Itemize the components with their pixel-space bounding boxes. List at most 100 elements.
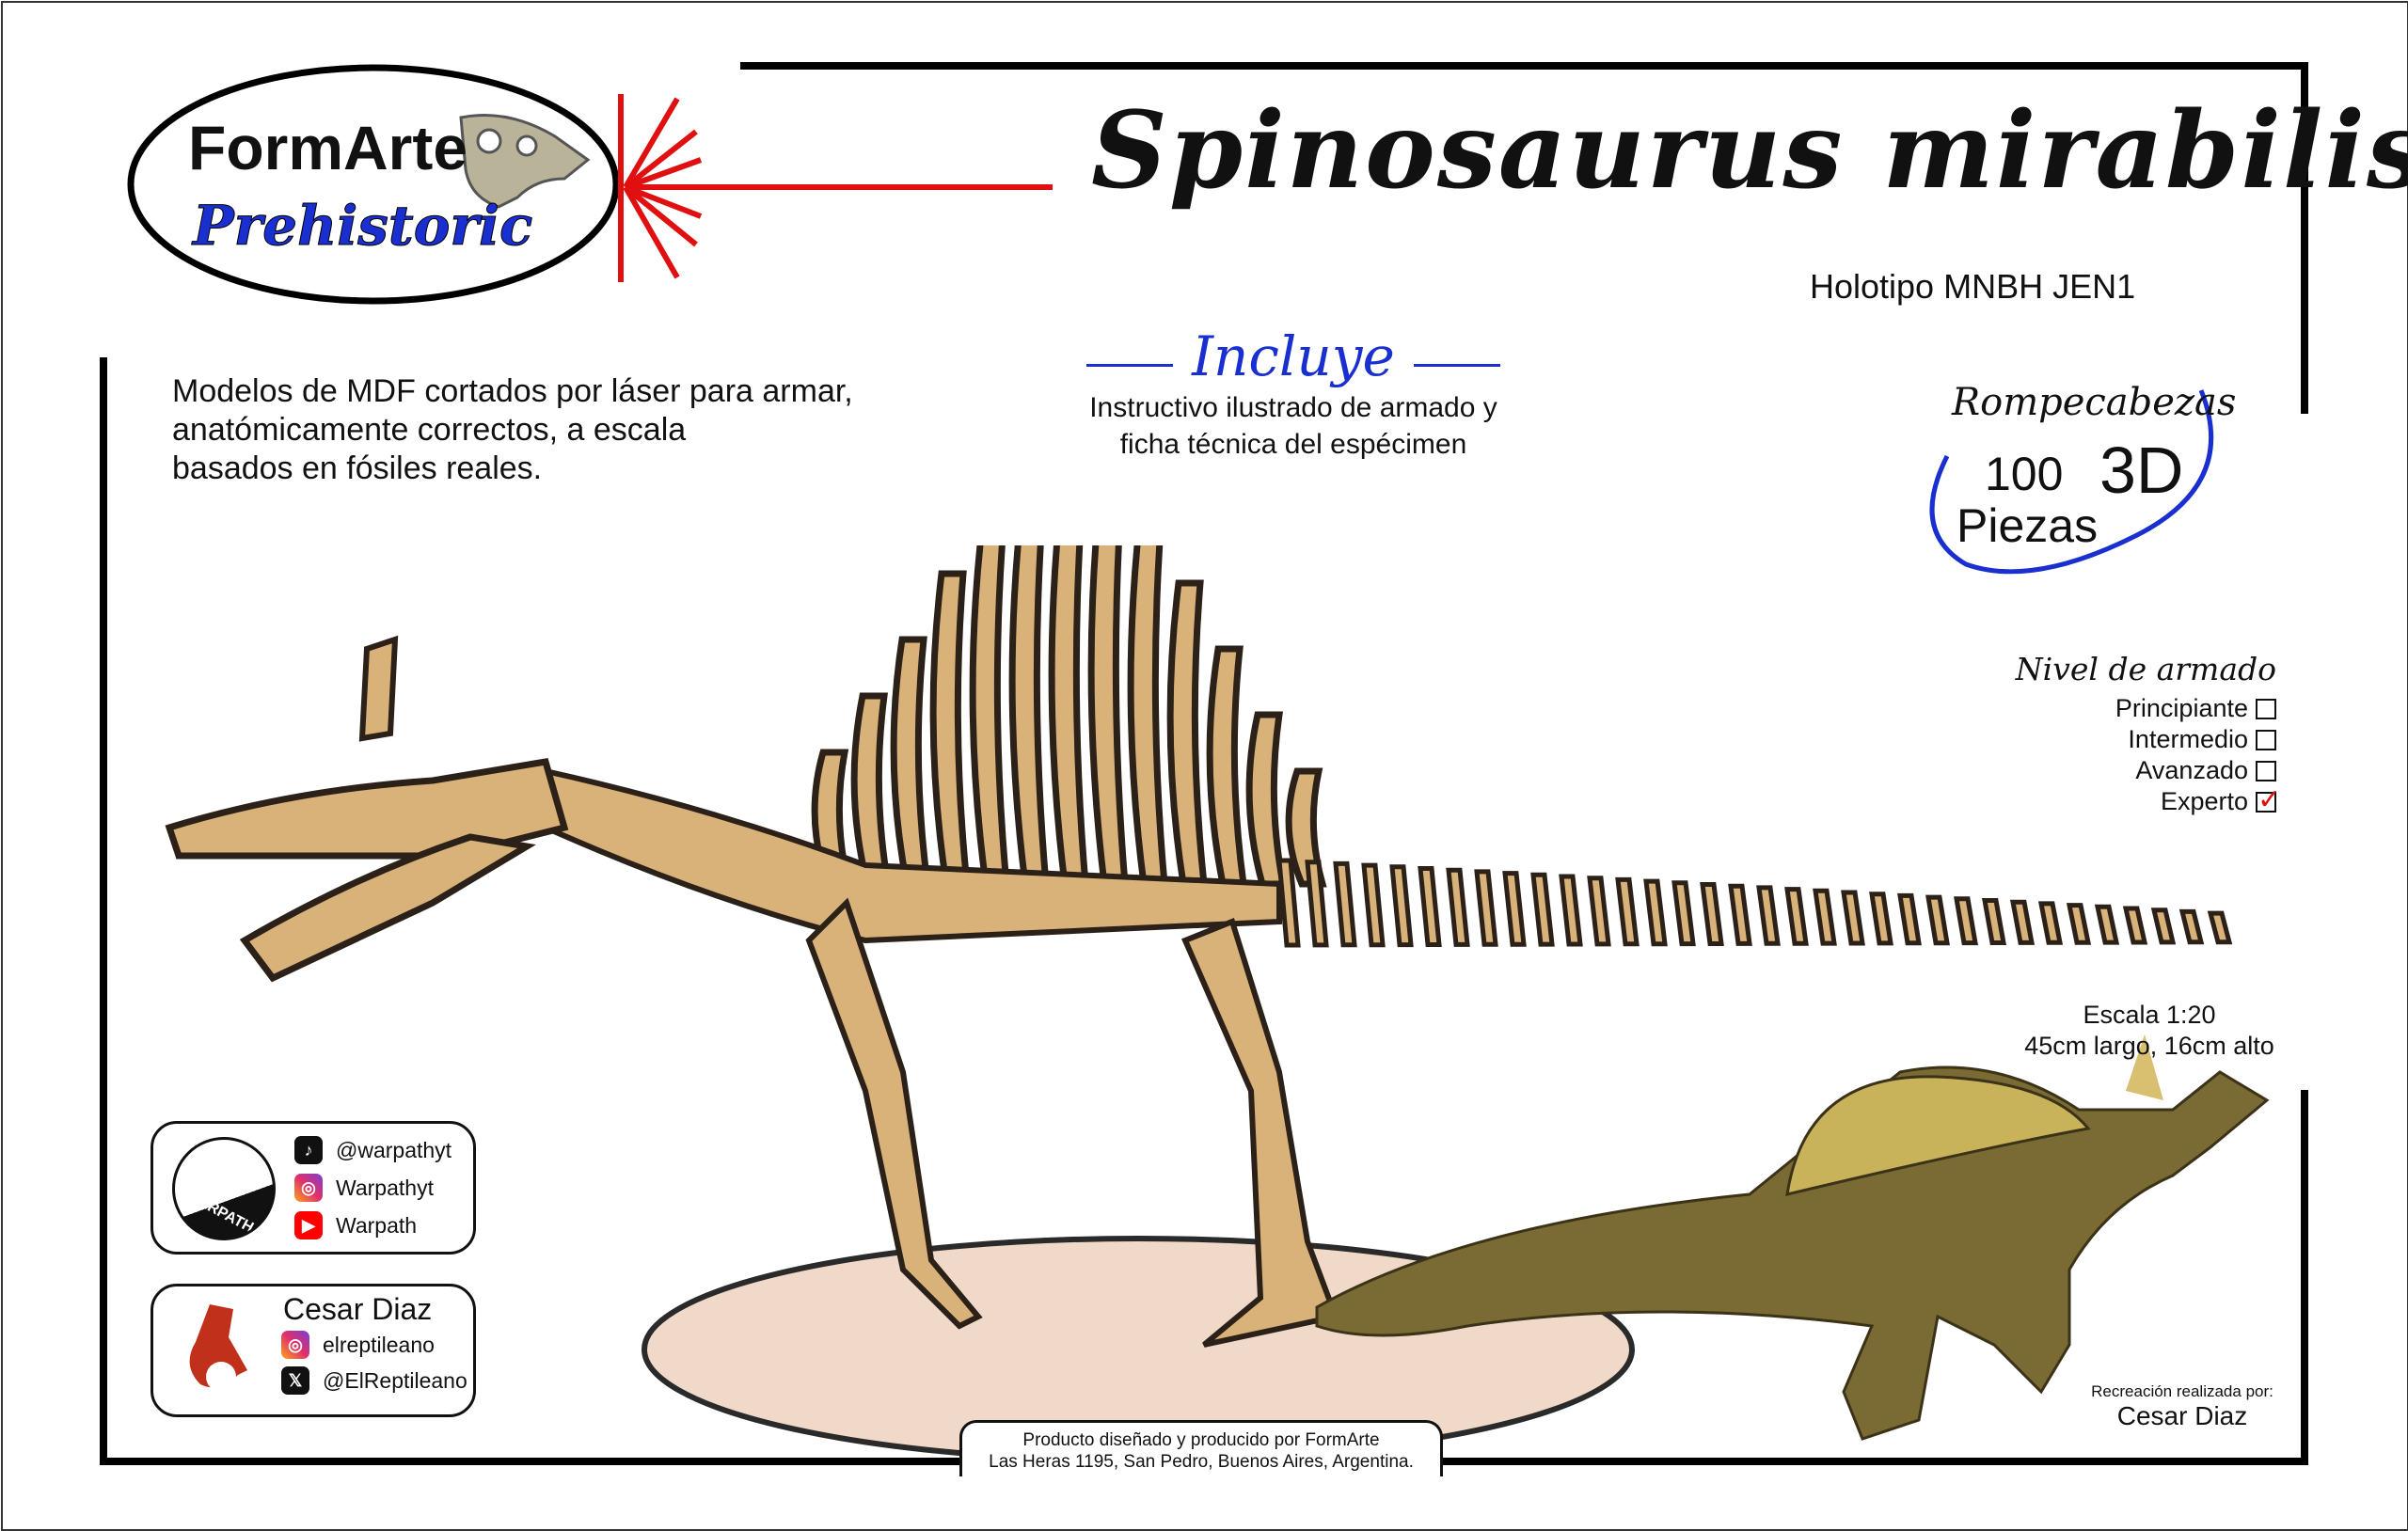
checkbox[interactable] (2256, 729, 2276, 750)
checkmark-icon: ✓ (2258, 783, 2282, 815)
tail-vertebra (1418, 866, 1442, 947)
tail-vertebra (2178, 908, 2205, 945)
warpath-social-card: WARPATH ♪ @warpathyt ◎Warpathyt ▶ Warpath (150, 1121, 476, 1255)
tail-vertebra (1869, 892, 1893, 946)
tail-vertebrae (1276, 858, 2233, 948)
checkbox[interactable] (2256, 760, 2276, 781)
tail-vertebra (2009, 899, 2036, 945)
checkbox-checked[interactable]: ✓ (2256, 785, 2281, 813)
youtube-icon: ▶ (294, 1211, 323, 1239)
author-name: Cesar Diaz (283, 1292, 433, 1326)
level-option-principiante[interactable]: Principiante (1975, 693, 2276, 724)
recreation-label: Recreación realizada por: (2091, 1382, 2273, 1400)
sail-spine (1087, 545, 1129, 888)
tail-vertebra (1474, 869, 1498, 947)
footer-address: Las Heras 1195, San Pedro, Buenos Aires,… (989, 1452, 1414, 1472)
level-section: Nivel de armado Principiante Intermedio … (1975, 651, 2281, 817)
logo-brand: FormArte (188, 113, 467, 182)
skull-lower (239, 833, 536, 983)
scale-ratio: Escala 1:20 (2083, 1001, 2216, 1029)
tail-vertebra (1615, 876, 1640, 947)
instagram-icon: ◎ (294, 1174, 323, 1202)
description-line: basados en fósiles reales. (172, 450, 543, 486)
social-handle: elreptileano (323, 1332, 435, 1357)
sail-spine (1206, 645, 1248, 888)
x-link[interactable]: 𝕏 @ElReptileano (281, 1363, 467, 1398)
tail-vertebra (2150, 908, 2177, 945)
checkbox[interactable] (2256, 698, 2276, 719)
formarte-logo: FormArte Prehistoric (127, 64, 1053, 305)
x-icon: 𝕏 (281, 1366, 309, 1395)
footer-credit: Producto diseñado y producido por FormAr… (959, 1420, 1443, 1476)
spine-column (543, 767, 1282, 944)
scale-dimensions: 45cm largo, 16cm alto (2024, 1032, 2274, 1060)
sail-spine (850, 692, 893, 888)
tail-vertebra (1813, 888, 1837, 946)
red-burst-icon (618, 94, 1053, 282)
level-option-label: Avanzado (2135, 756, 2248, 784)
instagram-link[interactable]: ◎ elreptileano (281, 1327, 467, 1363)
level-option-experto[interactable]: Experto ✓ (1975, 785, 2281, 817)
tail-vertebra (1361, 862, 1386, 948)
includes-section: Incluye Instructivo ilustrado de armado … (1035, 324, 1552, 462)
holotype-label: Holotipo MNBH JEN1 (1810, 267, 2136, 306)
description: Modelos de MDF cortados por láser para a… (172, 372, 1019, 488)
tiktok-icon: ♪ (294, 1136, 323, 1164)
tail-vertebra (1700, 882, 1724, 946)
sail-spine (1245, 711, 1288, 888)
sail-spine (929, 570, 971, 888)
skull-upper (165, 758, 569, 860)
right-rule-bottom (2301, 1090, 2308, 1465)
page-title: Spinosaurus mirabilis (1091, 89, 2408, 213)
description-line: anatómicamente correctos, a escala (172, 412, 687, 448)
tail-vertebra (2066, 903, 2092, 945)
youtube-link[interactable]: ▶ Warpath (294, 1207, 452, 1244)
puzzle-kind: 3D (2099, 434, 2184, 507)
tail-vertebra (1756, 885, 1781, 946)
warpath-logo-text: WARPATH (182, 1187, 257, 1237)
tail-vertebra (1784, 887, 1809, 946)
swoosh-icon (1929, 389, 2214, 575)
tail-vertebra (1841, 890, 1865, 946)
tail-vertebra (1559, 874, 1583, 947)
puzzle-unit: Piezas (1956, 499, 2099, 552)
skeleton-model-image (165, 545, 2270, 1463)
social-handle: Warpath (336, 1212, 418, 1238)
author-social-card: Cesar Diaz ◎ elreptileano 𝕏 @ElReptileano (150, 1284, 476, 1417)
level-heading: Nivel de armado (2015, 651, 2276, 687)
includes-line: Instructivo ilustrado de armado y (1089, 392, 1497, 423)
puzzle-label: Rompecabezas (1952, 381, 2237, 424)
tail-vertebra (1982, 898, 2006, 945)
level-option-label: Experto (2160, 787, 2248, 815)
tail-vertebra (2094, 904, 2120, 945)
tail-vertebra (2037, 901, 2064, 945)
right-rule-top (2301, 62, 2308, 414)
sail-spine (969, 545, 1010, 888)
tail-vertebra (1446, 867, 1470, 947)
tiktok-link[interactable]: ♪ @warpathyt (294, 1131, 452, 1169)
tail-vertebra (1925, 894, 1950, 946)
social-handle: @ElReptileano (323, 1367, 467, 1393)
sail-spine (890, 636, 931, 888)
sail-spines (811, 545, 1327, 888)
puzzle-count: 100 (1985, 448, 2064, 500)
recreation-credit: Recreación realizada por: Cesar Diaz (2032, 1382, 2333, 1431)
front-leg (805, 897, 983, 1330)
tail-vertebra (1389, 864, 1414, 948)
tail-vertebra (1530, 872, 1555, 947)
level-option-label: Principiante (2115, 694, 2248, 722)
footer-line: Producto diseñado y producido por FormAr… (1022, 1430, 1380, 1450)
tail-vertebra (1305, 860, 1329, 948)
social-handle: @warpathyt (336, 1137, 452, 1162)
level-option-avanzado[interactable]: Avanzado (1975, 755, 2276, 786)
level-option-intermedio[interactable]: Intermedio (1975, 724, 2276, 755)
spinosaurus-illustration (1315, 1034, 2270, 1441)
tail-vertebra (1671, 880, 1696, 947)
instagram-icon: ◎ (281, 1331, 309, 1359)
puzzle-badge: Rompecabezas 100 3D Piezas (1919, 371, 2236, 588)
tail-vertebra (1333, 860, 1357, 948)
tail-vertebra (1587, 876, 1611, 947)
instagram-link[interactable]: ◎Warpathyt (294, 1169, 452, 1207)
tail-vertebra (1897, 892, 1922, 946)
skull-icon (459, 114, 591, 209)
